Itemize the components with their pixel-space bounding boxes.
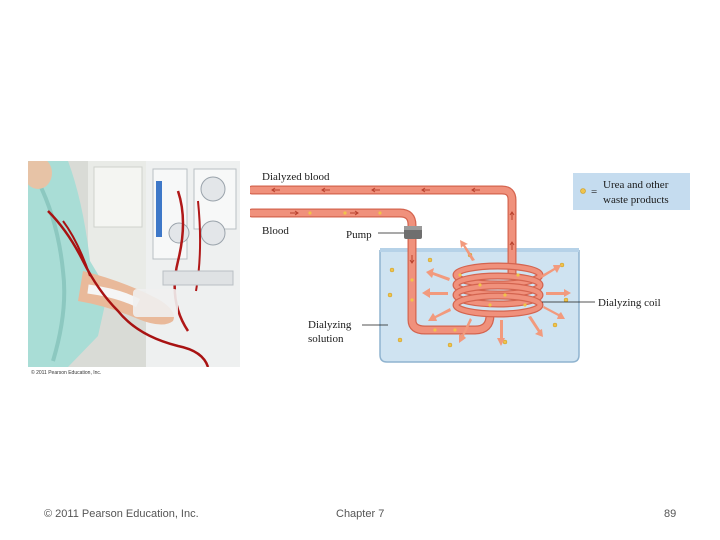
blood-tube — [250, 209, 494, 334]
label-dialyzed-blood: Dialyzed blood — [262, 171, 330, 183]
label-pump: Pump — [346, 229, 372, 241]
footer-chapter: Chapter 7 — [336, 508, 385, 520]
label-blood: Blood — [262, 225, 289, 237]
diffusion-arrows — [422, 240, 571, 346]
legend-particle-icon — [580, 188, 586, 194]
footer-page-number: 89 — [664, 508, 677, 520]
label-dialyzing-solution-2: solution — [308, 333, 344, 345]
legend-line2: waste products — [603, 194, 669, 206]
legend-line1: Urea and other — [603, 179, 669, 191]
dialysis-diagram-svg: Dialyzed blood Blood Pump Dialyzing solu… — [250, 171, 690, 363]
photo-credit: © 2011 Pearson Education, Inc. — [31, 370, 102, 376]
legend: = Urea and other waste products — [573, 173, 690, 210]
dialysis-photo-image — [28, 161, 240, 381]
flow-arrows — [271, 187, 515, 264]
legend-equals: = — [591, 186, 597, 198]
leader-lines — [362, 232, 595, 326]
footer-copyright: © 2011 Pearson Education, Inc. — [44, 508, 199, 520]
dialysis-photo: © 2011 Pearson Education, Inc. — [28, 161, 240, 381]
dialyzed-blood-tube — [250, 186, 516, 279]
legend-box — [573, 173, 690, 210]
pump-highlight — [404, 226, 422, 230]
bath-surface — [380, 248, 579, 252]
dialyzing-coil — [452, 262, 544, 318]
label-dialyzing-solution-1: Dialyzing — [308, 319, 352, 331]
label-dialyzing-coil: Dialyzing coil — [598, 297, 661, 309]
tube-particles — [308, 211, 527, 332]
dialysis-diagram: Dialyzed blood Blood Pump Dialyzing solu… — [250, 160, 700, 370]
